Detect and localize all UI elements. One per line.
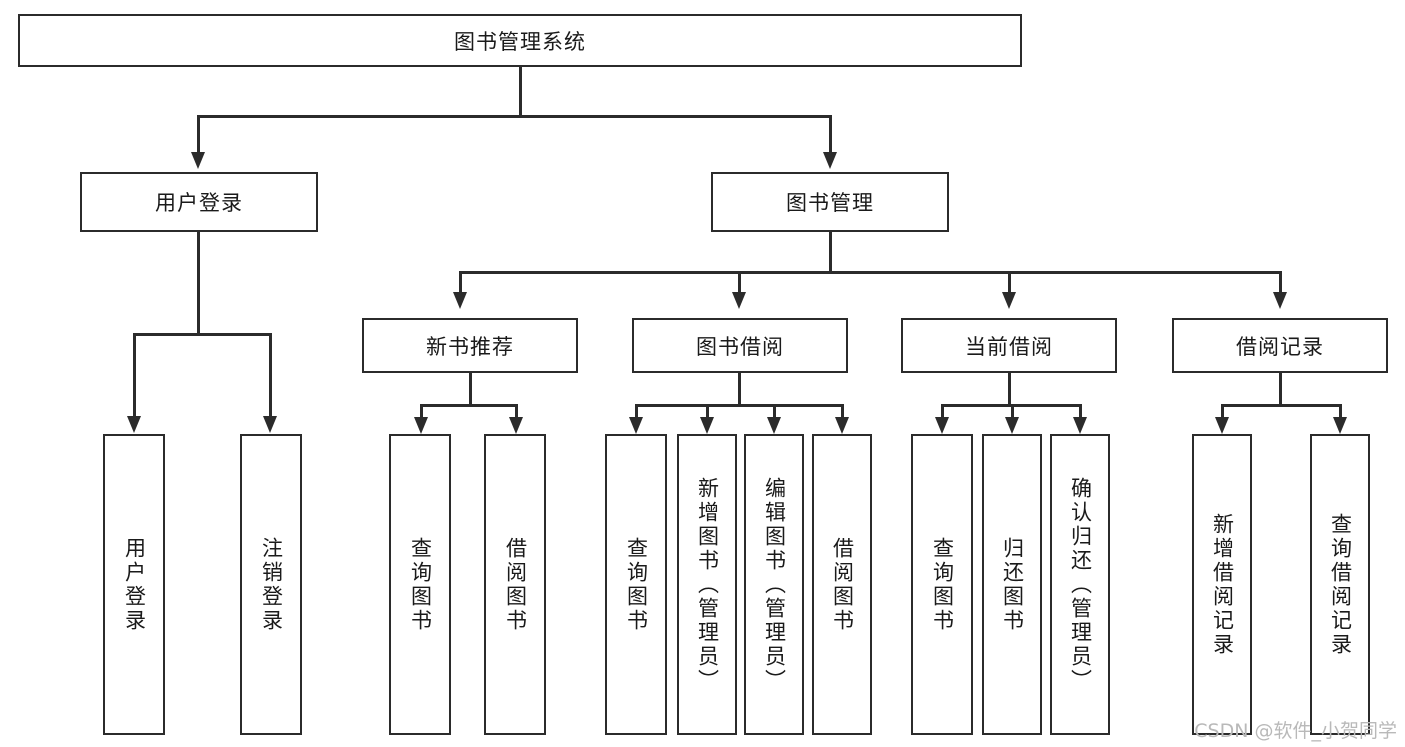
connector-to-borrow-record <box>1279 271 1282 293</box>
connector-new-book-leaf2 <box>515 404 518 418</box>
node-book-borrow[interactable]: 图书借阅 <box>632 318 848 373</box>
connector-current-borrow-leaf3 <box>1079 404 1082 418</box>
arrow-book-borrow-leaf3 <box>767 417 781 434</box>
leaf-query-book-borrow[interactable]: 查询图书 <box>605 434 667 735</box>
arrow-book-borrow-leaf4 <box>835 417 849 434</box>
connector-new-book-stem <box>469 373 472 405</box>
leaf-query-borrow-record[interactable]: 查询借阅记录 <box>1310 434 1370 735</box>
node-current-borrow[interactable]: 当前借阅 <box>901 318 1117 373</box>
connector-new-book-leaf1 <box>420 404 423 418</box>
connector-root-to-user-login <box>197 115 200 153</box>
node-label: 图书管理 <box>786 191 874 215</box>
node-label: 借阅图书 <box>503 536 528 633</box>
node-label: 用户登录 <box>122 536 147 633</box>
node-user-login[interactable]: 用户登录 <box>80 172 318 232</box>
connector-new-book-bus <box>420 404 518 407</box>
connector-book-borrow-leaf1 <box>635 404 638 418</box>
connector-borrow-record-stem <box>1279 373 1282 405</box>
node-borrow-record[interactable]: 借阅记录 <box>1172 318 1388 373</box>
arrow-root-to-book-mgmt <box>823 152 837 169</box>
node-label: 查询图书 <box>930 536 955 633</box>
arrow-current-borrow-leaf1 <box>935 417 949 434</box>
node-label: 图书借阅 <box>696 334 784 359</box>
node-label: 归还图书 <box>1000 536 1025 633</box>
arrow-to-book-borrow <box>732 292 746 309</box>
connector-book-borrow-stem <box>738 373 741 405</box>
node-label: 当前借阅 <box>965 334 1053 359</box>
node-label: 确认归还（管理员） <box>1068 476 1093 693</box>
node-label: 新增图书（管理员） <box>695 476 720 693</box>
leaf-confirm-return-admin[interactable]: 确认归还（管理员） <box>1050 434 1110 735</box>
arrow-current-borrow-leaf2 <box>1005 417 1019 434</box>
arrow-book-borrow-leaf1 <box>629 417 643 434</box>
csdn-watermark: CSDN @软件_小贺同学 <box>1194 720 1397 742</box>
connector-user-login-leaf1 <box>133 333 136 417</box>
node-label: 借阅图书 <box>830 536 855 633</box>
node-label: 查询图书 <box>624 536 649 633</box>
node-label: 图书管理系统 <box>454 29 586 54</box>
leaf-return-book[interactable]: 归还图书 <box>982 434 1042 735</box>
arrow-borrow-record-leaf1 <box>1215 417 1229 434</box>
node-label: 新书推荐 <box>426 334 514 359</box>
node-label: 新增借阅记录 <box>1210 512 1235 657</box>
leaf-add-book-admin[interactable]: 新增图书（管理员） <box>677 434 737 735</box>
node-label: 注销登录 <box>259 536 284 633</box>
connector-book-borrow-leaf3 <box>773 404 776 418</box>
node-label: 用户登录 <box>155 191 243 215</box>
arrow-root-to-user-login <box>191 152 205 169</box>
connector-current-borrow-leaf1 <box>941 404 944 418</box>
connector-book-borrow-leaf2 <box>706 404 709 418</box>
connector-book-mgmt-bus <box>459 271 1281 274</box>
leaf-query-book-recommend[interactable]: 查询图书 <box>389 434 451 735</box>
node-label: 查询图书 <box>408 536 433 633</box>
arrow-to-borrow-record <box>1273 292 1287 309</box>
leaf-borrow-book[interactable]: 借阅图书 <box>812 434 872 735</box>
connector-root-to-book-mgmt <box>829 115 832 153</box>
connector-book-mgmt-stem <box>829 232 832 273</box>
arrow-current-borrow-leaf3 <box>1073 417 1087 434</box>
node-label: 借阅记录 <box>1236 334 1324 359</box>
node-new-book-recommend[interactable]: 新书推荐 <box>362 318 578 373</box>
arrow-book-borrow-leaf2 <box>700 417 714 434</box>
node-label: 查询借阅记录 <box>1328 512 1353 657</box>
arrow-new-book-leaf1 <box>414 417 428 434</box>
node-root-system[interactable]: 图书管理系统 <box>18 14 1022 67</box>
leaf-user-login[interactable]: 用户登录 <box>103 434 165 735</box>
leaf-query-book-current[interactable]: 查询图书 <box>911 434 973 735</box>
connector-to-new-book <box>459 271 462 293</box>
arrow-borrow-record-leaf2 <box>1333 417 1347 434</box>
connector-user-login-bus <box>133 333 271 336</box>
connector-root-bus <box>197 115 831 118</box>
connector-root-stem <box>519 67 522 115</box>
connector-to-book-borrow <box>738 271 741 293</box>
leaf-logout[interactable]: 注销登录 <box>240 434 302 735</box>
connector-current-borrow-stem <box>1008 373 1011 405</box>
connector-borrow-record-leaf1 <box>1221 404 1224 418</box>
connector-book-borrow-leaf4 <box>841 404 844 418</box>
leaf-add-borrow-record[interactable]: 新增借阅记录 <box>1192 434 1252 735</box>
node-book-management[interactable]: 图书管理 <box>711 172 949 232</box>
connector-borrow-record-leaf2 <box>1339 404 1342 418</box>
leaf-edit-book-admin[interactable]: 编辑图书（管理员） <box>744 434 804 735</box>
connector-current-borrow-leaf2 <box>1011 404 1014 418</box>
arrow-to-current-borrow <box>1002 292 1016 309</box>
connector-book-borrow-bus <box>635 404 843 407</box>
arrow-new-book-leaf2 <box>509 417 523 434</box>
connector-user-login-leaf2 <box>269 333 272 417</box>
connector-borrow-record-bus <box>1221 404 1341 407</box>
arrow-user-login-leaf2 <box>263 416 277 433</box>
leaf-borrow-book-recommend[interactable]: 借阅图书 <box>484 434 546 735</box>
connector-user-login-stem <box>197 232 200 334</box>
arrow-user-login-leaf1 <box>127 416 141 433</box>
node-label: 编辑图书（管理员） <box>762 476 787 693</box>
arrow-to-new-book <box>453 292 467 309</box>
connector-to-current-borrow <box>1008 271 1011 293</box>
